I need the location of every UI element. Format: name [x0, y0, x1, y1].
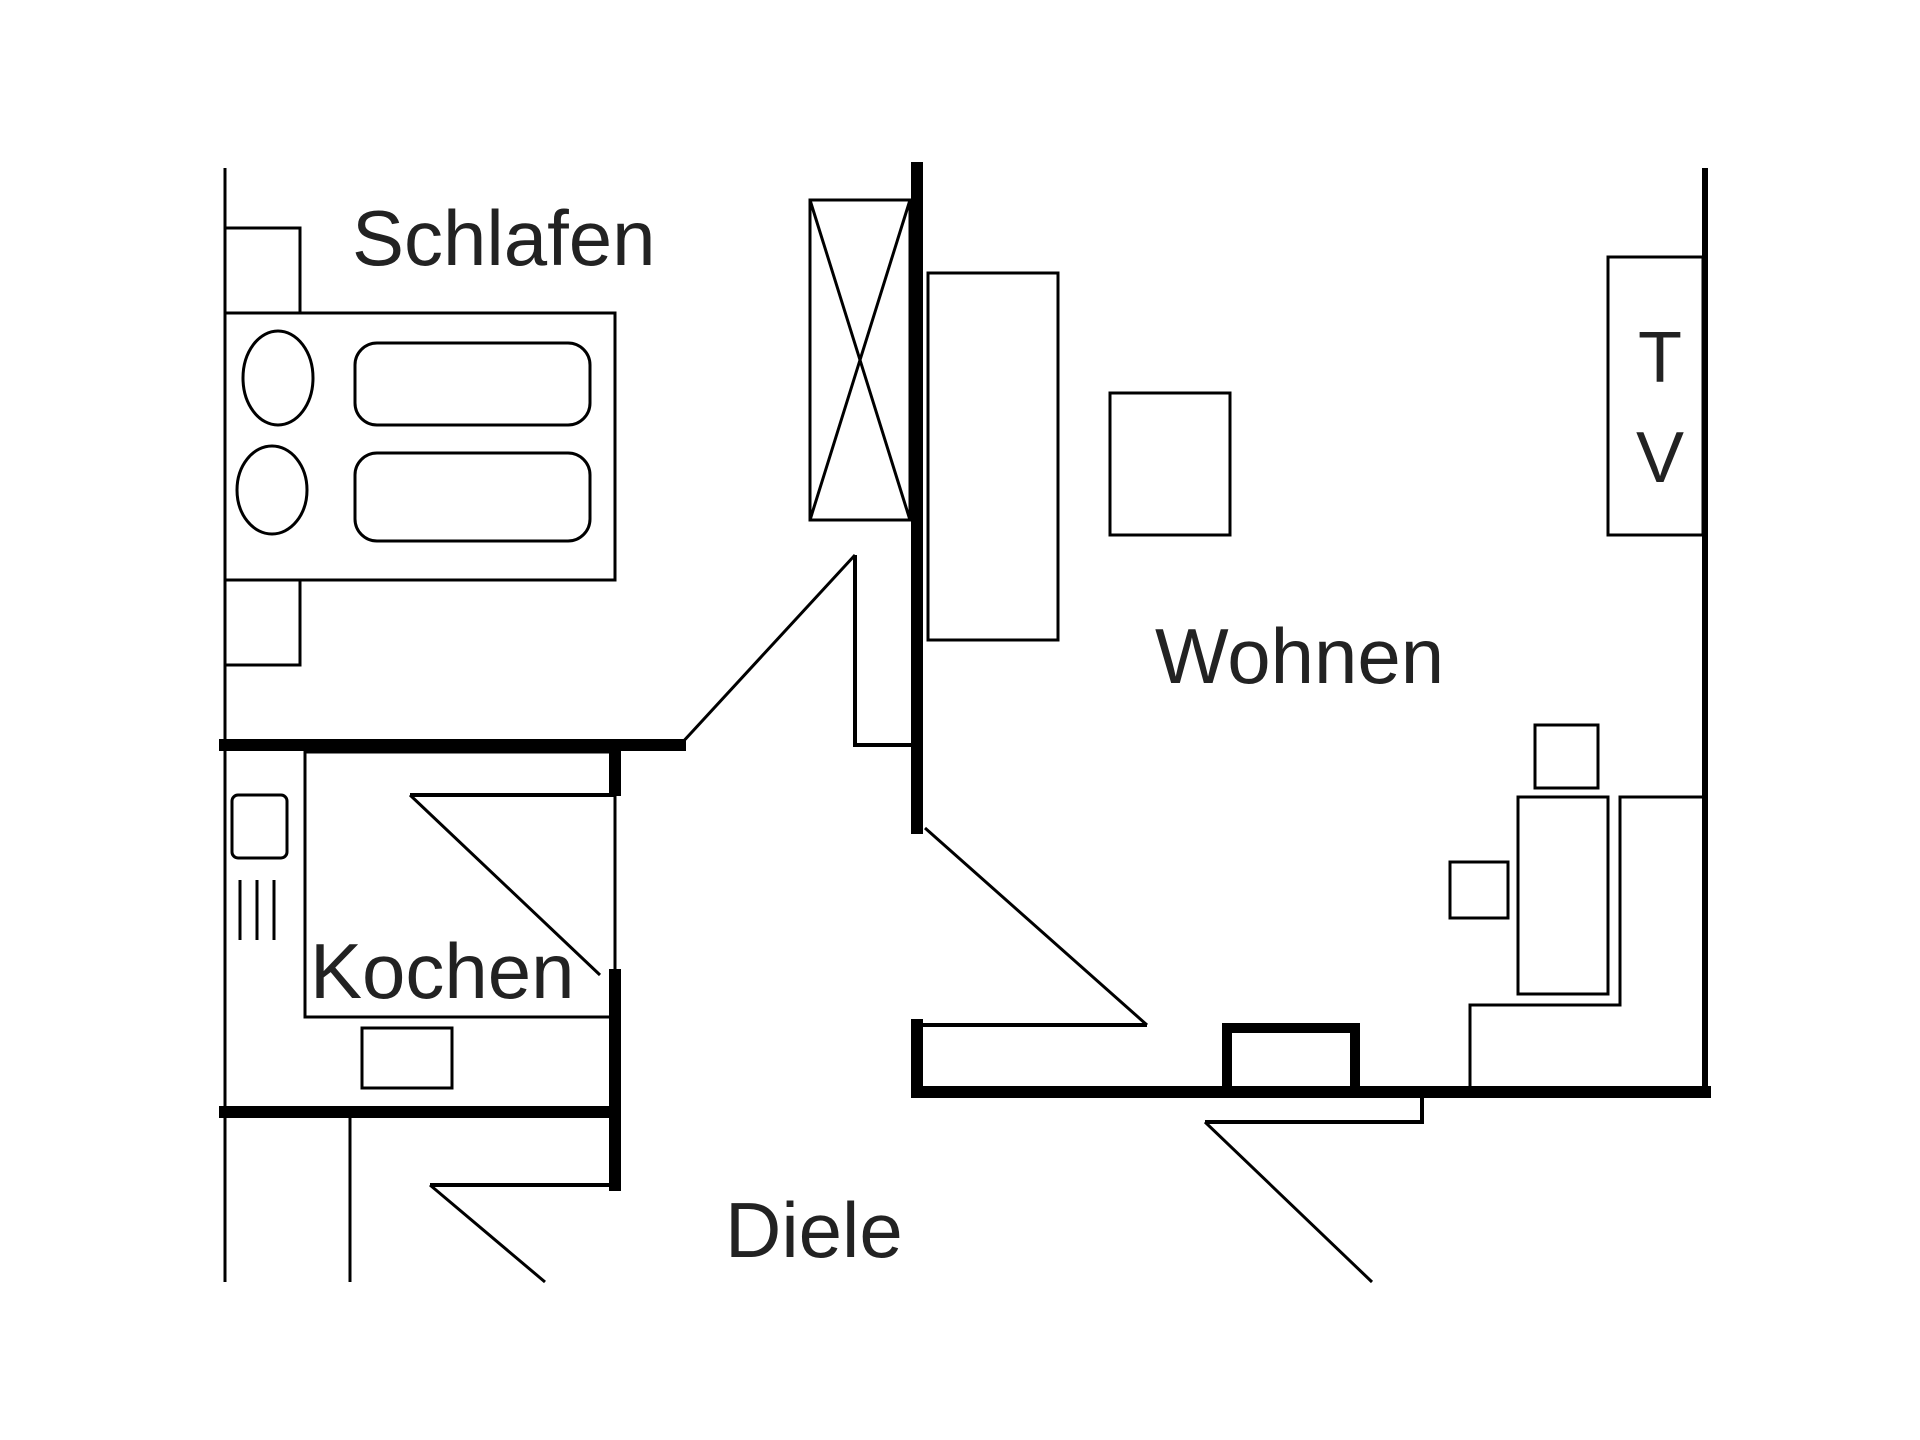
door-swings — [408, 553, 1374, 1284]
door-frames — [410, 555, 1424, 1187]
room-label-wohnen: Wohnen — [1155, 612, 1444, 700]
double-bed — [223, 311, 617, 582]
kitchen-door-swing — [408, 793, 602, 977]
bedroom-furniture — [223, 198, 912, 667]
dining-chair-top — [1533, 723, 1600, 790]
kitchen-counter — [303, 750, 617, 1019]
thick-walls — [219, 162, 1711, 1191]
front-door-swing — [1203, 1120, 1374, 1284]
room-label-kochen: Kochen — [310, 927, 575, 1015]
pillow-top — [241, 329, 315, 427]
coffee-table — [1108, 391, 1232, 537]
living-door-swing — [924, 826, 1148, 1027]
dining-chair-left — [1448, 860, 1510, 920]
tv-label-t: T — [1638, 318, 1682, 398]
nightstand-bottom — [223, 578, 302, 667]
corner-bench — [1468, 795, 1705, 1092]
room-label-schlafen: Schlafen — [352, 194, 656, 282]
dining-table — [1516, 795, 1610, 996]
nightstand-top — [223, 226, 302, 315]
kitchen-appliance — [360, 1026, 454, 1090]
wardrobe — [808, 198, 912, 522]
sink — [230, 793, 289, 860]
bedroom-door-swing — [678, 553, 857, 747]
front-door-frame — [1205, 1092, 1424, 1124]
kitchen-furniture — [230, 750, 617, 1090]
wardrobe-cross-2 — [808, 199, 912, 521]
tv-label-v: V — [1636, 418, 1684, 498]
bedroom-door-frame — [853, 555, 917, 747]
duvet-bottom — [353, 451, 592, 543]
stove — [1222, 1023, 1360, 1097]
duvet-top — [353, 341, 592, 427]
room-label-diele: Diele — [725, 1186, 903, 1274]
pillow-bottom — [235, 444, 309, 536]
sofa — [926, 271, 1060, 642]
tv-cabinet — [1606, 255, 1705, 537]
lower-left-door-swing — [429, 1183, 546, 1284]
living-furniture — [926, 255, 1705, 1097]
